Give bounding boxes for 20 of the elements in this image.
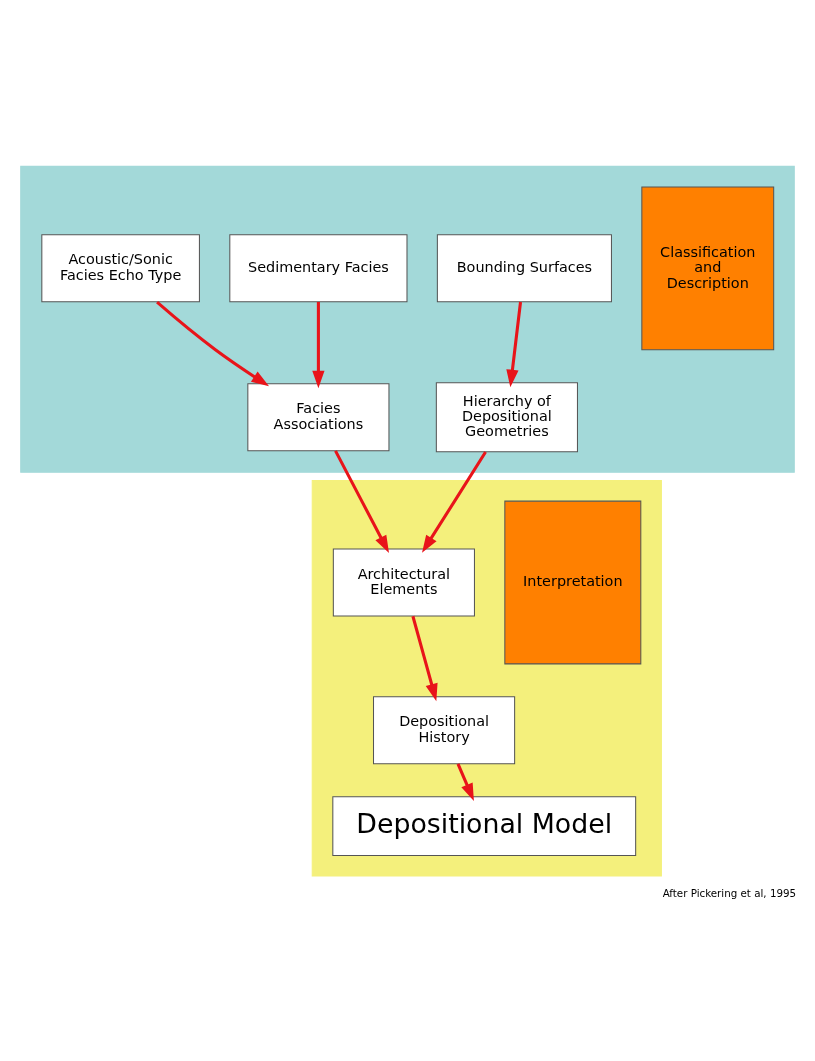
caption: After Pickering et al, 1995 (662, 886, 797, 899)
arrow (411, 615, 438, 701)
cluster (20, 165, 795, 473)
node-box: Interpretation (504, 500, 642, 664)
arrow (422, 450, 487, 553)
arrow (456, 762, 474, 801)
node-box: Hierarchy of Depositional Geometries (435, 381, 578, 452)
node-box: Acoustic/Sonic Facies Echo Type (41, 233, 200, 302)
node-box: Facies Associations (247, 382, 390, 451)
cluster (311, 479, 662, 877)
arrow (312, 301, 325, 388)
node-box: Architectural Elements (332, 548, 475, 616)
node-box: Depositional Model (332, 795, 637, 856)
arrow (334, 449, 389, 553)
arrow (156, 300, 270, 386)
arrow (506, 301, 523, 387)
node-box: Bounding Surfaces (436, 233, 612, 302)
node-box: Classification and Description (641, 185, 775, 350)
node-box: Depositional History (373, 695, 516, 764)
node-box: Sedimentary Facies (229, 233, 408, 302)
